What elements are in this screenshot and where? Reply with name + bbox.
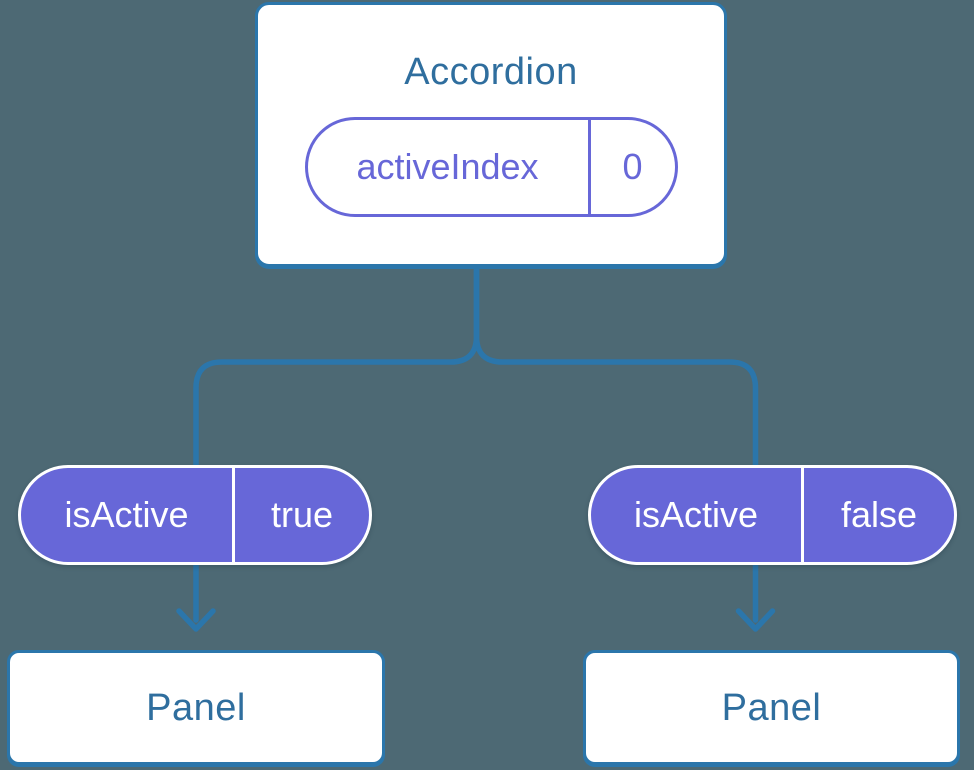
prop-pill-divider [801,468,804,562]
accordion-title: Accordion [404,50,578,93]
state-pill-activeindex: activeIndex 0 [304,116,678,217]
prop-pill-value: false [840,494,918,535]
panel-card-right: Panel [583,650,960,765]
arrowhead-right-icon [735,608,776,632]
connector-right-branch [473,264,759,623]
panel-card-left: Panel [7,650,385,765]
prop-pill-isactive-true: isActive true [18,465,372,565]
connector-left-branch [193,264,480,623]
prop-pill-isactive-false: isActive false [588,465,957,565]
panel-label: Panel [146,686,246,729]
state-pill-divider [587,119,591,214]
state-pill-name: activeIndex [356,145,539,187]
accordion-card: Accordion activeIndex 0 [255,2,727,267]
prop-pill-divider [232,468,235,562]
panel-label: Panel [721,686,822,729]
arrowhead-left-icon [176,608,216,632]
state-pill-value: 0 [622,145,643,187]
prop-pill-value: true [270,494,334,535]
prop-pill-name: isActive [64,494,189,535]
prop-pill-name: isActive [633,494,759,535]
